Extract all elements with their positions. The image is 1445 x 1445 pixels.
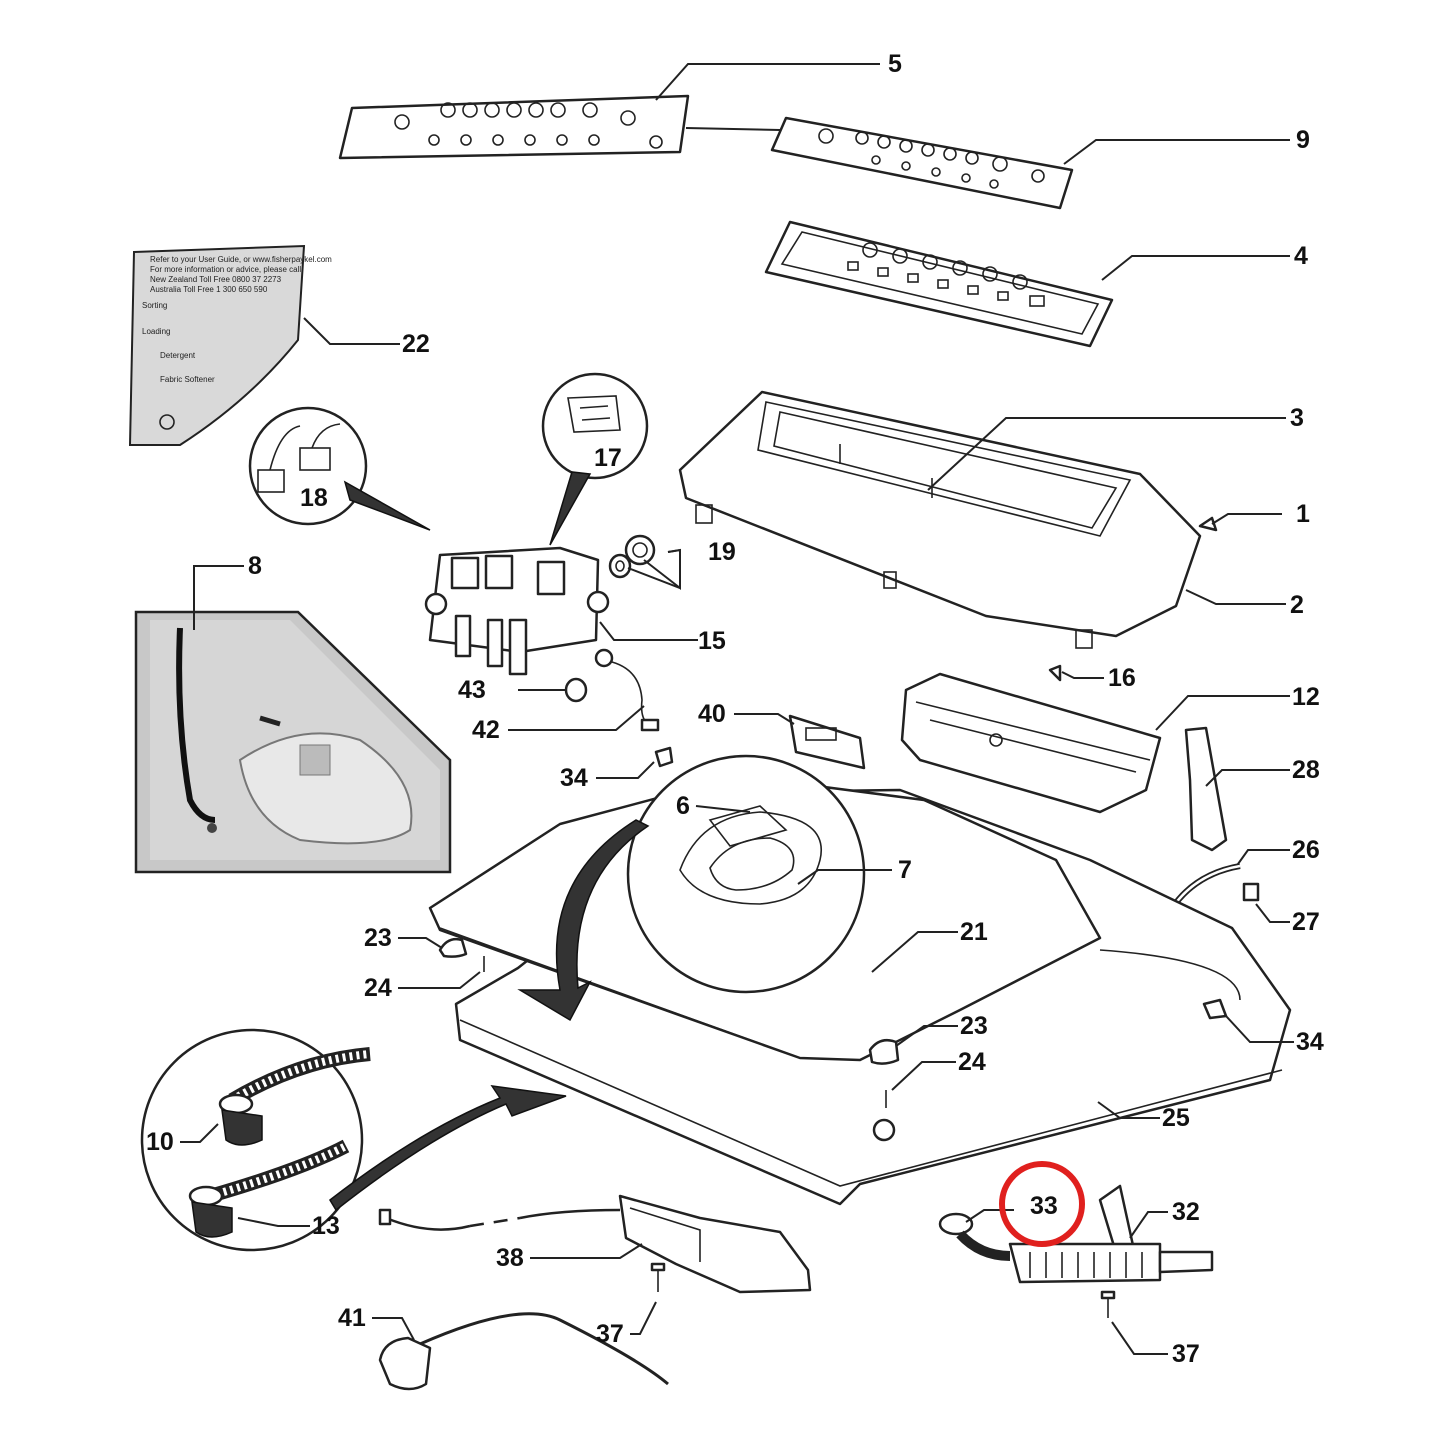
callout-33: 33 (1030, 1192, 1058, 1220)
callout-40: 40 (698, 700, 726, 728)
part-control-decal (338, 94, 690, 160)
callout-26: 26 (1292, 836, 1320, 864)
part-console (678, 390, 1202, 649)
callout-32: 32 (1172, 1198, 1200, 1226)
callout-18: 18 (300, 484, 328, 512)
callout-42: 42 (472, 716, 500, 744)
callout-41: 41 (338, 1304, 366, 1332)
callout-38: 38 (496, 1244, 524, 1272)
callout-5: 5 (888, 50, 902, 78)
callout-27: 27 (1292, 908, 1320, 936)
callout-4: 4 (1294, 242, 1308, 270)
part-cap-23-left (438, 937, 468, 958)
callout-19: 19 (708, 538, 736, 566)
part-screw-1 (1198, 516, 1218, 532)
callout-7: 7 (898, 856, 912, 884)
callout-23-left: 23 (364, 924, 392, 952)
callout-17: 17 (594, 444, 622, 472)
callout-12: 12 (1292, 683, 1320, 711)
part-motor-controller (900, 672, 1162, 814)
callout-37-right: 37 (1172, 1340, 1200, 1368)
label-line-4: Australia Toll Free 1 300 650 590 (150, 285, 268, 294)
part-drain-hose (1008, 1184, 1214, 1284)
callout-34-right: 34 (1296, 1028, 1324, 1056)
callout-34-left: 34 (560, 764, 588, 792)
callout-15: 15 (698, 627, 726, 655)
magnifier-dispenser (626, 754, 866, 994)
callout-37-left: 37 (596, 1320, 624, 1348)
callout-25: 25 (1162, 1104, 1190, 1132)
callout-13: 13 (312, 1212, 340, 1240)
part-drain-fitting (938, 1212, 1011, 1261)
callout-43: 43 (458, 676, 486, 704)
magnifier-clip (541, 372, 649, 546)
callout-3: 3 (1290, 404, 1304, 432)
callout-6: 6 (676, 792, 690, 820)
callout-24-left: 24 (364, 974, 392, 1002)
arrow-dispenser (517, 819, 650, 1022)
callout-24-right: 24 (958, 1048, 986, 1076)
label-line-2: For more information or advice, please c… (150, 265, 301, 274)
magnifier-hose-fittings (140, 1028, 371, 1252)
magnifier-connectors (248, 406, 431, 531)
callout-21: 21 (960, 918, 988, 946)
leader-lines (180, 63, 1294, 1355)
part-lid-latch (788, 714, 866, 770)
part-clip-left (654, 746, 674, 768)
part-screw-16 (1048, 664, 1062, 682)
part-bracket (1184, 726, 1228, 852)
part-plug-27 (1242, 882, 1260, 902)
part-nut-washer (608, 534, 656, 579)
callout-16: 16 (1108, 664, 1136, 692)
callout-10: 10 (146, 1128, 174, 1156)
photo-inset-lid (134, 610, 452, 874)
part-water-valve (424, 546, 610, 676)
callout-labels: 1 2 3 4 5 6 7 8 9 10 12 13 15 16 17 18 1… (146, 50, 1324, 1368)
callout-9: 9 (1296, 126, 1310, 154)
callout-8: 8 (248, 552, 262, 580)
callout-1: 1 (1296, 500, 1310, 528)
part-ui-housing (764, 220, 1114, 348)
part-fascia-panel (770, 116, 1074, 210)
part-screw-37-right (1100, 1290, 1116, 1318)
part-instruction-label: Refer to your User Guide, or www.fisherp… (128, 244, 332, 446)
callout-23-right: 23 (960, 1012, 988, 1040)
arrow-hose (329, 1085, 567, 1212)
label-section-loading: Loading (142, 327, 170, 336)
label-section-detergent: Detergent (160, 351, 196, 360)
callout-22: 22 (402, 330, 430, 358)
label-line-1: Refer to your User Guide, or www.fisherp… (150, 255, 332, 264)
label-section-fabric: Fabric Softener (160, 375, 215, 384)
part-cap-23-right (868, 1039, 900, 1065)
part-power-cord (378, 1312, 669, 1391)
highlight-ring-33 (999, 1161, 1085, 1247)
label-section-sorting: Sorting (142, 301, 167, 310)
label-line-3: New Zealand Toll Free 0800 37 2273 (150, 275, 282, 284)
callout-28: 28 (1292, 756, 1320, 784)
callout-2: 2 (1290, 591, 1304, 619)
part-grommet (564, 677, 588, 703)
part-sensor-wire (594, 648, 660, 732)
part-lid-lock (378, 1194, 812, 1294)
part-screw-37-left (650, 1262, 666, 1292)
